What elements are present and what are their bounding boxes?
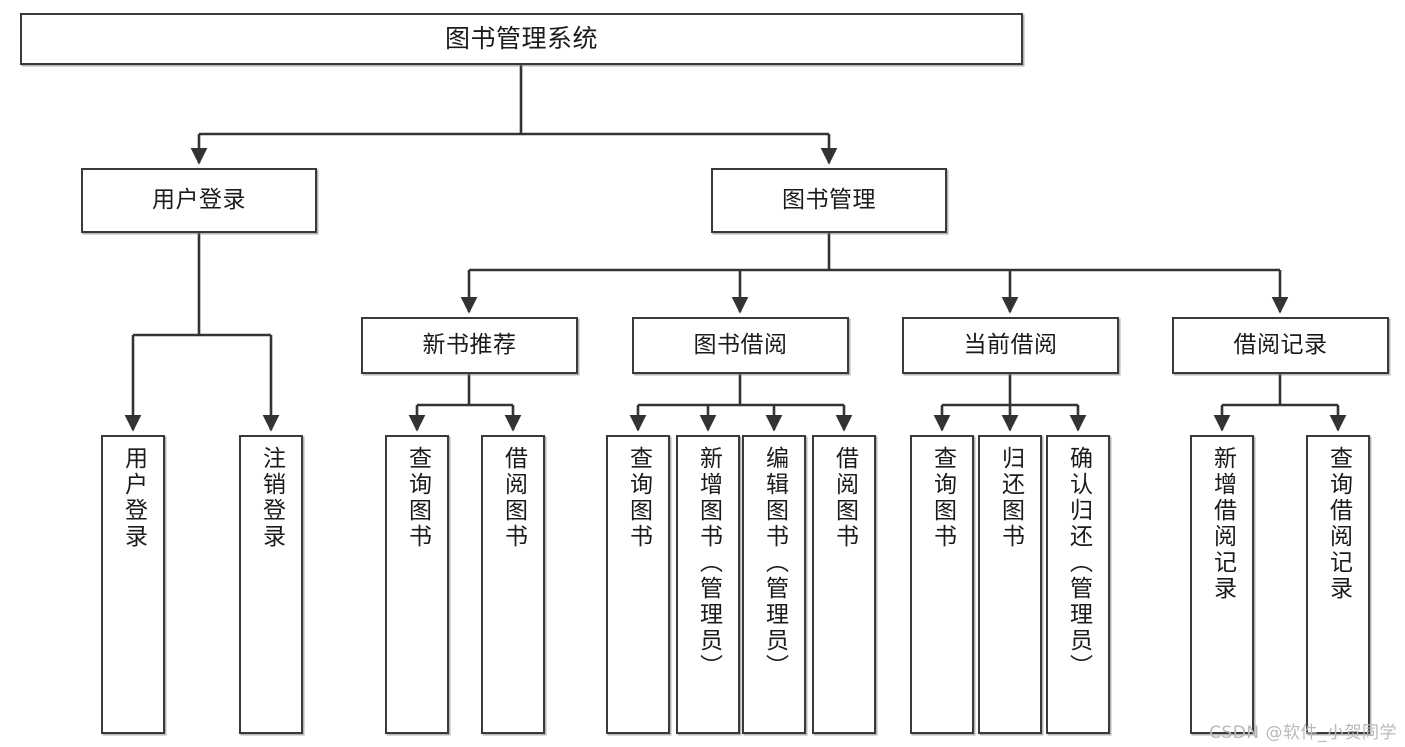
node-label: 归还图书 <box>997 446 1024 550</box>
node-label: 用户登录 <box>152 187 246 214</box>
node-label: 借阅图书 <box>831 446 858 550</box>
node-user-login[interactable]: 用户登录 <box>81 168 317 233</box>
node-label: 新书推荐 <box>422 332 517 359</box>
node-label: 借阅记录 <box>1233 332 1328 359</box>
leaf-book-borrow-edit-book-admin[interactable]: 编辑图书（管理员） <box>742 435 806 734</box>
node-label: 新增借阅记录 <box>1209 446 1236 602</box>
node-new-book-recommend[interactable]: 新书推荐 <box>361 317 578 374</box>
node-label: 当前借阅 <box>963 332 1058 359</box>
leaf-current-borrow-return-book[interactable]: 归还图书 <box>978 435 1042 734</box>
node-label: 图书管理系统 <box>444 23 598 53</box>
leaf-new-book-query-book[interactable]: 查询图书 <box>385 435 449 734</box>
node-book-borrow[interactable]: 图书借阅 <box>632 317 849 374</box>
leaf-borrow-record-add-record[interactable]: 新增借阅记录 <box>1190 435 1254 734</box>
leaf-current-borrow-confirm-return-admin[interactable]: 确认归还（管理员） <box>1046 435 1110 734</box>
leaf-book-borrow-borrow-book[interactable]: 借阅图书 <box>812 435 876 734</box>
leaf-borrow-record-query-record[interactable]: 查询借阅记录 <box>1306 435 1370 734</box>
node-label: 借阅图书 <box>500 446 527 550</box>
leaf-book-borrow-add-book-admin[interactable]: 新增图书（管理员） <box>676 435 740 734</box>
node-label: 注销登录 <box>258 446 285 550</box>
node-label: 查询图书 <box>404 446 431 550</box>
node-label: 图书管理 <box>782 187 876 214</box>
node-label: 确认归还（管理员） <box>1065 446 1092 680</box>
node-book-management[interactable]: 图书管理 <box>711 168 947 233</box>
leaf-user-login-login[interactable]: 用户登录 <box>101 435 165 734</box>
node-borrow-record[interactable]: 借阅记录 <box>1172 317 1389 374</box>
node-root-book-management-system[interactable]: 图书管理系统 <box>20 13 1023 65</box>
node-current-borrow[interactable]: 当前借阅 <box>902 317 1119 374</box>
leaf-current-borrow-query-book[interactable]: 查询图书 <box>910 435 974 734</box>
node-label: 图书借阅 <box>693 332 788 359</box>
node-label: 编辑图书（管理员） <box>761 446 788 680</box>
leaf-book-borrow-query-book[interactable]: 查询图书 <box>606 435 670 734</box>
node-label: 查询借阅记录 <box>1325 446 1352 602</box>
node-label: 查询图书 <box>929 446 956 550</box>
leaf-user-login-logout[interactable]: 注销登录 <box>239 435 303 734</box>
leaf-new-book-borrow-book[interactable]: 借阅图书 <box>481 435 545 734</box>
node-label: 查询图书 <box>625 446 652 550</box>
node-label: 新增图书（管理员） <box>695 446 722 680</box>
node-label: 用户登录 <box>120 446 147 550</box>
